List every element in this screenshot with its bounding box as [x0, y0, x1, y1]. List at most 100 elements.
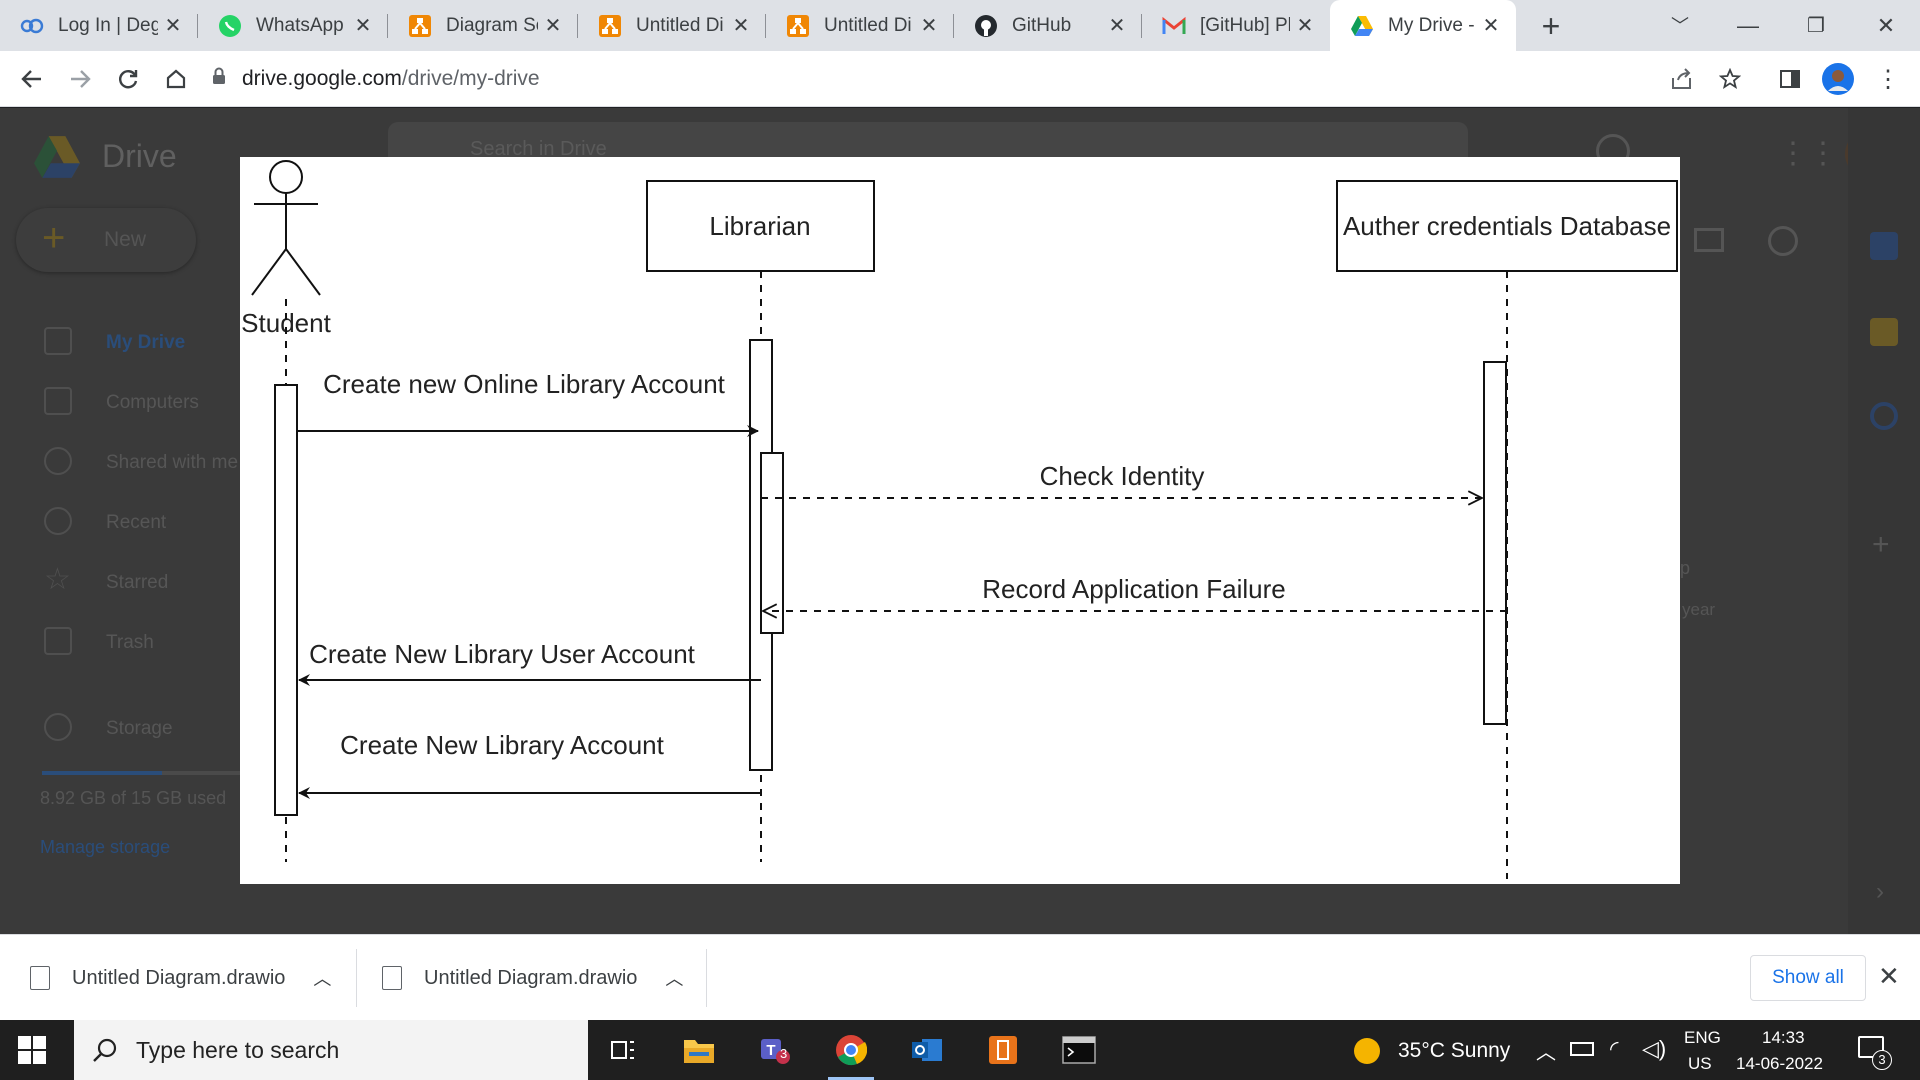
close-window-button[interactable]: ✕: [1876, 13, 1896, 38]
new-label: New: [104, 228, 147, 251]
my-drive-icon: [44, 327, 72, 355]
tab-whatsapp[interactable]: WhatsApp ✕: [198, 0, 388, 51]
expand-panel-icon[interactable]: ›: [1876, 878, 1884, 905]
browser-toolbar: drive.google.com/drive/my-drive ⋮: [0, 51, 1920, 107]
tab-untitled-diagram-2[interactable]: Untitled Di ✕: [766, 0, 954, 51]
actor-left-leg: [251, 248, 287, 296]
teams-icon[interactable]: T 3: [752, 1028, 798, 1072]
close-tab-icon[interactable]: ✕: [1482, 15, 1500, 37]
chevron-up-icon[interactable]: ︿: [313, 969, 332, 989]
restore-button[interactable]: ❐: [1807, 15, 1825, 37]
speaker-icon[interactable]: ◁): [1642, 1036, 1667, 1061]
search-icon: [93, 1038, 117, 1062]
tab-title: Log In | Deg: [58, 14, 158, 36]
gmail-icon: [1162, 14, 1186, 38]
list-view-icon[interactable]: [1694, 228, 1724, 252]
background-fragment: p: [1680, 558, 1691, 578]
tab-github[interactable]: GitHub ✕: [954, 0, 1142, 51]
home-button[interactable]: [158, 61, 194, 97]
nav-recent[interactable]: Recent: [106, 512, 167, 533]
tray-chevron-up-icon[interactable]: ︿: [1536, 1042, 1556, 1064]
tasks-icon[interactable]: [1870, 402, 1898, 430]
message-label-4: Create New Library User Account: [309, 639, 696, 669]
tab-login[interactable]: Log In | Deg ✕: [0, 0, 198, 51]
bookmark-star-icon[interactable]: [1712, 61, 1748, 97]
input-language-top[interactable]: ENG: [1684, 1028, 1721, 1047]
browser-menu-icon[interactable]: ⋮: [1876, 65, 1900, 93]
tab-gmail[interactable]: [GitHub] Pl ✕: [1142, 0, 1330, 51]
chevron-up-icon[interactable]: ︿: [665, 969, 684, 989]
database-activation-bar: [1483, 361, 1507, 725]
show-all-button[interactable]: Show all: [1750, 955, 1866, 1001]
office-app-icon[interactable]: [980, 1028, 1026, 1072]
google-drive-logo-icon: [30, 134, 84, 180]
new-button[interactable]: + New: [16, 208, 196, 272]
download-item[interactable]: Untitled Diagram.drawio ︿: [382, 935, 683, 1021]
drive-brand: Drive: [102, 138, 177, 174]
nav-starred[interactable]: Starred: [106, 572, 169, 593]
computers-icon: [44, 387, 72, 415]
tab-search-chevron-icon[interactable]: ﹀: [1671, 16, 1689, 36]
close-tab-icon[interactable]: ✕: [1108, 15, 1126, 37]
terminal-icon[interactable]: [1056, 1028, 1102, 1072]
nav-my-drive[interactable]: My Drive: [106, 332, 186, 353]
storage-progress-bar: [42, 771, 242, 775]
address-bar[interactable]: drive.google.com/drive/my-drive: [212, 60, 1692, 98]
wifi-icon[interactable]: ◜: [1610, 1036, 1619, 1061]
reload-button[interactable]: [110, 61, 146, 97]
nav-storage[interactable]: Storage: [106, 718, 173, 739]
weather-sun-icon[interactable]: [1354, 1038, 1380, 1064]
message-label-3: Record Application Failure: [982, 574, 1286, 604]
tab-untitled-diagram-1[interactable]: Untitled Di ✕: [578, 0, 766, 51]
close-tab-icon[interactable]: ✕: [354, 15, 372, 37]
file-icon: [30, 966, 50, 990]
browser-tab-strip: Log In | Deg ✕ WhatsApp ✕ Diagram So ✕ U…: [0, 0, 1920, 51]
close-shelf-icon[interactable]: ✕: [1878, 961, 1900, 991]
url-host: drive.google.com: [242, 67, 402, 90]
drawio-icon: [786, 14, 810, 38]
add-addon-icon[interactable]: +: [1872, 528, 1890, 561]
outlook-icon[interactable]: [904, 1028, 950, 1072]
windows-start-icon[interactable]: [18, 1036, 46, 1069]
battery-icon[interactable]: [1570, 1042, 1594, 1056]
tab-my-drive[interactable]: My Drive - ✕: [1330, 0, 1516, 51]
close-tab-icon[interactable]: ✕: [544, 15, 562, 37]
chrome-icon[interactable]: [828, 1028, 874, 1080]
file-explorer-icon[interactable]: [676, 1028, 722, 1072]
close-tab-icon[interactable]: ✕: [920, 15, 938, 37]
weather-text[interactable]: 35°C Sunny: [1398, 1039, 1511, 1062]
download-filename: Untitled Diagram.drawio: [424, 966, 638, 989]
minimize-button[interactable]: —: [1737, 13, 1759, 38]
share-icon[interactable]: [1664, 61, 1700, 97]
calendar-icon[interactable]: [1870, 232, 1898, 260]
keep-icon[interactable]: [1870, 318, 1898, 346]
new-tab-button[interactable]: +: [1541, 8, 1561, 44]
tab-diagram-source[interactable]: Diagram So ✕: [388, 0, 578, 51]
notification-center-icon[interactable]: [1858, 1036, 1884, 1058]
close-tab-icon[interactable]: ✕: [164, 15, 182, 37]
side-panel-icon[interactable]: [1772, 61, 1808, 97]
profile-avatar[interactable]: [1820, 61, 1856, 97]
taskbar-search-input[interactable]: Type here to search: [74, 1020, 588, 1080]
clock-time[interactable]: 14:33: [1762, 1028, 1805, 1047]
google-drive-icon: [1350, 14, 1374, 38]
notification-badge: 3: [1872, 1050, 1892, 1070]
taskbar-search-placeholder: Type here to search: [136, 1036, 340, 1063]
input-language-bottom[interactable]: US: [1688, 1054, 1712, 1073]
cloud-icon: [20, 14, 44, 38]
nav-computers[interactable]: Computers: [106, 392, 199, 413]
close-tab-icon[interactable]: ✕: [1296, 15, 1314, 37]
cloud-storage-icon: [44, 713, 72, 741]
nav-trash[interactable]: Trash: [106, 632, 154, 653]
actor-right-leg: [285, 248, 321, 296]
back-button[interactable]: [14, 61, 50, 97]
download-item[interactable]: Untitled Diagram.drawio ︿: [30, 935, 331, 1021]
manage-storage-link[interactable]: Manage storage: [40, 837, 171, 857]
task-view-icon[interactable]: [600, 1028, 646, 1072]
nav-shared-with-me[interactable]: Shared with me: [106, 452, 239, 473]
forward-button[interactable]: [62, 61, 98, 97]
info-icon[interactable]: [1768, 226, 1798, 256]
whatsapp-icon: [218, 14, 242, 38]
close-tab-icon[interactable]: ✕: [732, 15, 750, 37]
clock-date[interactable]: 14-06-2022: [1736, 1054, 1823, 1073]
